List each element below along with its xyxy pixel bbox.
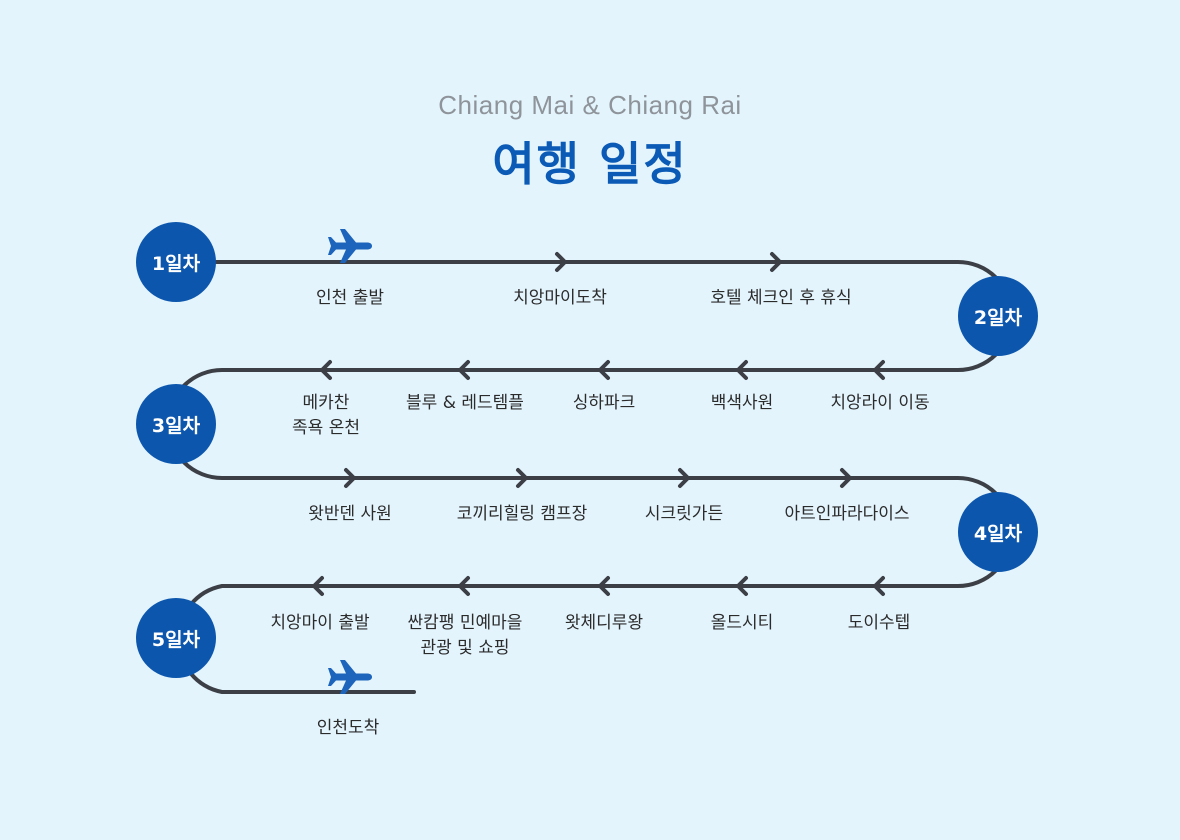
chevron-left-icon [458, 576, 470, 596]
stop-label: 치앙마이도착 [513, 288, 607, 308]
chevron-left-icon [320, 360, 332, 380]
chevron-left-icon [598, 576, 610, 596]
stop-label: 인천 출발 [316, 288, 384, 308]
chevron-left-icon [458, 360, 470, 380]
chevron-left-icon [736, 360, 748, 380]
day-2-badge: 2일차 [958, 276, 1038, 356]
subtitle: Chiang Mai & Chiang Rai [438, 90, 742, 120]
stop-label: 싼캄팽 민예마을 관광 및 쇼핑 [407, 613, 523, 658]
chevron-left-icon [312, 576, 324, 596]
stop-label: 백색사원 [710, 393, 774, 413]
chevron-left-icon [873, 576, 885, 596]
stop-label: 인천도착 [316, 718, 380, 738]
airplane-icon [328, 660, 372, 694]
chevron-left-icon [873, 360, 885, 380]
chevron-right-icon [770, 252, 782, 272]
stop-label: 싱하파크 [572, 393, 636, 413]
stop-label: 왓체디루왕 [564, 613, 644, 633]
stop-label: 올드시티 [710, 613, 774, 633]
day-1-badge: 1일차 [136, 222, 216, 302]
chevron-right-icon [555, 252, 567, 272]
stop-label: 코끼리힐링 캠프장 [456, 504, 588, 524]
chevron-right-icon [344, 468, 356, 488]
day-3-badge: 3일차 [136, 384, 216, 464]
stop-label: 치앙마이 출발 [270, 613, 370, 633]
chevron-right-icon [678, 468, 690, 488]
stop-label: 왓반덴 사원 [308, 504, 392, 524]
stop-label: 치앙라이 이동 [830, 393, 930, 413]
stop-label: 메카찬 족욕 온천 [292, 393, 360, 438]
stop-label: 블루 & 레드템플 [406, 393, 524, 413]
airplane-icon [328, 229, 372, 263]
stop-label: 시크릿가든 [644, 504, 724, 524]
stop-label: 호텔 체크인 후 휴식 [710, 288, 852, 308]
day-5-badge: 5일차 [136, 598, 216, 678]
stop-label: 도이수텝 [847, 613, 911, 633]
chevron-right-icon [840, 468, 852, 488]
chevron-left-icon [598, 360, 610, 380]
day-4-badge: 4일차 [958, 492, 1038, 572]
stop-label: 아트인파라다이스 [784, 504, 910, 524]
chevron-left-icon [736, 576, 748, 596]
chevron-right-icon [516, 468, 528, 488]
page-title: 여행 일정 [492, 137, 688, 191]
